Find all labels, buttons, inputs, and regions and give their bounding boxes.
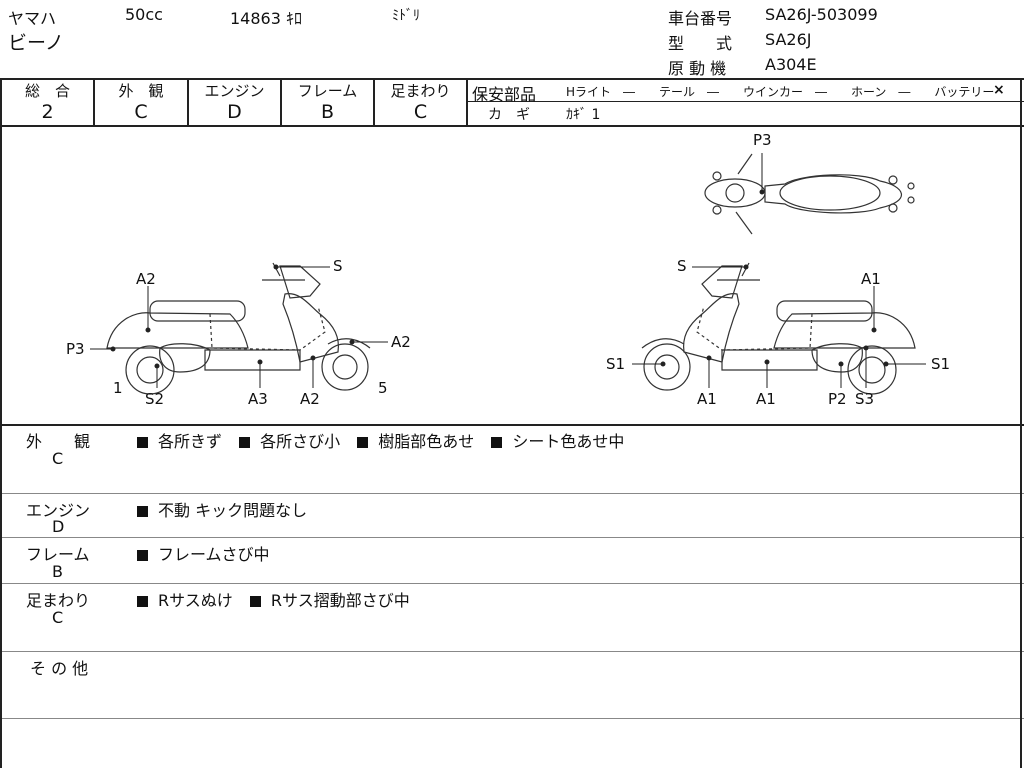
color: ﾐﾄﾞﾘ: [392, 8, 420, 24]
bullet-icon: [137, 596, 148, 607]
divider: [0, 78, 1024, 80]
right-scooter-side-view: [641, 262, 916, 395]
divider: [0, 537, 1024, 538]
label-a2-bottom: A2: [300, 390, 320, 408]
type-value: SA26J: [765, 30, 812, 49]
scooter-diagram: [90, 153, 926, 395]
label-p3-top: P3: [753, 131, 772, 149]
grade-overall-value: 2: [41, 101, 54, 123]
section-frame-label: フレーム: [26, 545, 90, 564]
bullet-icon: [491, 437, 503, 448]
divider: [373, 78, 375, 125]
label-a2-left: A2: [136, 270, 156, 288]
divider: [0, 718, 1024, 719]
model-name: ビーノ: [8, 32, 64, 54]
section-suspension-label: 足まわり: [26, 591, 91, 610]
top-scooter-view: [704, 153, 915, 235]
label-a1-bottom: A1: [756, 390, 776, 408]
label-s-right: S: [677, 257, 687, 275]
callout-lines: [90, 153, 926, 388]
grade-exterior-value: C: [134, 101, 148, 123]
divider: [0, 651, 1024, 652]
bullet-icon: [137, 550, 148, 561]
label-1: 1: [113, 379, 123, 397]
grade-exterior-label: 外 観: [118, 82, 164, 100]
safety-items: Hライト ― テール ― ウインカー ― ホーン ― バッテリー: [566, 85, 995, 99]
bullet-icon: [137, 506, 148, 517]
section-engine-label: エンジン: [26, 501, 91, 520]
section-frame-notes: フレームさび中: [137, 541, 270, 565]
grade-engine-value: D: [227, 101, 242, 123]
section-exterior-notes: 各所きず 各所さび小 樹脂部色あせ シート色あせ中: [137, 428, 624, 452]
label-a3: A3: [248, 390, 268, 408]
frame-no-label: 車台番号: [668, 9, 733, 28]
divider: [466, 101, 1024, 102]
type-label: 型 式: [668, 34, 733, 53]
divider: [0, 493, 1024, 494]
bullet-icon: [239, 437, 251, 448]
key-value: ｶｷﾞ 1: [566, 107, 601, 123]
label-a2-front: A2: [391, 333, 411, 351]
section-suspension-notes: Rサスぬけ Rサス摺動部さび中: [137, 587, 410, 611]
displacement: 50cc: [125, 5, 163, 24]
divider: [0, 424, 1024, 426]
divider: [0, 583, 1024, 584]
label-s1-front: S1: [606, 355, 626, 373]
section-engine-notes: 不動 キック問題なし: [137, 497, 307, 521]
label-a1-front: A1: [697, 390, 717, 408]
bullet-icon: [249, 596, 261, 607]
label-s2: S2: [145, 390, 165, 408]
label-p2: P2: [828, 390, 847, 408]
section-exterior-grade: C: [52, 449, 64, 468]
grade-overall-label: 総 合: [24, 82, 70, 100]
section-exterior-label: 外 観: [26, 432, 91, 451]
section-other-label: そ の 他: [30, 659, 89, 678]
label-p3-left: P3: [66, 340, 85, 358]
frame-no: SA26J-503099: [765, 5, 878, 24]
safety-label: 保安部品: [472, 85, 537, 104]
divider: [187, 78, 189, 125]
label-s1-rear: S1: [931, 355, 951, 373]
grade-suspension-label: 足まわり: [390, 82, 451, 100]
label-5: 5: [378, 379, 388, 397]
label-s3: S3: [855, 390, 875, 408]
label-a1-right: A1: [861, 270, 881, 288]
grade-frame-value: B: [320, 101, 335, 123]
label-s-left: S: [333, 257, 343, 275]
key-label: カ ギ: [488, 107, 530, 123]
divider: [280, 78, 282, 125]
bullet-icon: [137, 437, 148, 448]
battery-mark: ×: [993, 82, 1005, 98]
engine-label: 原 動 機: [668, 59, 727, 78]
section-engine-grade: D: [52, 517, 65, 536]
left-scooter-side-view: [106, 262, 371, 395]
section-frame-grade: B: [52, 562, 63, 581]
border-right: [1020, 78, 1022, 768]
section-suspension-grade: C: [52, 608, 64, 627]
grade-frame-label: フレーム: [297, 82, 358, 100]
mileage: 14863 ｷﾛ: [230, 9, 302, 28]
divider: [466, 78, 468, 125]
bullet-icon: [357, 437, 369, 448]
divider: [0, 125, 1024, 127]
maker: ヤマハ: [8, 9, 57, 28]
border-left: [0, 78, 2, 768]
divider: [93, 78, 95, 125]
grade-engine-label: エンジン: [204, 82, 265, 100]
engine-value: A304E: [765, 55, 817, 74]
grade-suspension-value: C: [413, 101, 428, 123]
